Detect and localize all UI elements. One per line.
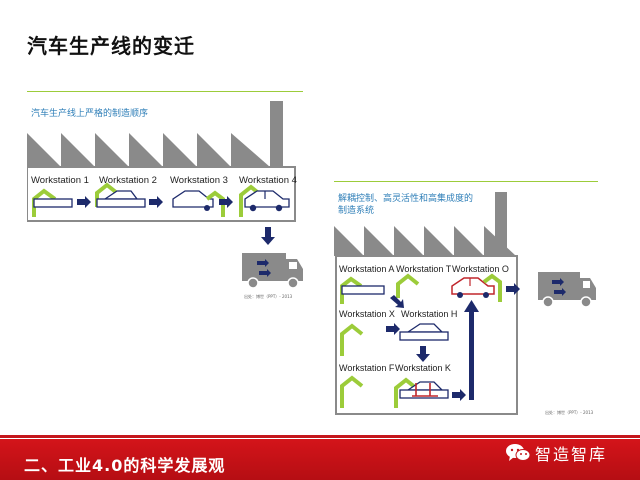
exit-arrow xyxy=(261,227,275,245)
arrow-x-h xyxy=(386,323,400,335)
station-2-chassis xyxy=(96,198,146,208)
factory-wall xyxy=(27,166,296,222)
flexible-production-system-diagram: Workstation A Workstation T Workstation … xyxy=(334,192,596,415)
station-3-robot xyxy=(205,190,225,217)
station-t-robot xyxy=(396,273,420,298)
brand-name: 智造智库 xyxy=(535,445,608,464)
factory-roof xyxy=(334,226,516,256)
station-label-k: Workstation K xyxy=(395,363,451,373)
station-k-robot xyxy=(394,377,418,408)
station-label-f: Workstation F xyxy=(339,363,395,373)
station-3-wheel xyxy=(204,205,210,211)
left-panel-caption: 汽车生产线上严格的制造顺序 xyxy=(31,109,149,119)
left-panel-credit: 出处：博世（PPT）- 2013 xyxy=(244,294,293,299)
arrow-return-shaft xyxy=(469,310,474,400)
station-h-chassis xyxy=(399,331,449,341)
arrow-1-2 xyxy=(77,196,91,208)
station-label-o: Workstation O xyxy=(452,264,509,274)
brand-watermark: 智造智库 xyxy=(505,441,607,465)
factory-chimney xyxy=(270,101,283,173)
right-panel-credit: 出处：博世（PPT）- 2013 xyxy=(545,410,594,415)
station-label-2: Workstation 2 xyxy=(99,175,157,186)
footer-section-title: 二、工业4.0的科学发展观 xyxy=(24,456,226,475)
left-panel-top-rule xyxy=(27,91,303,92)
station-f-robot xyxy=(340,375,364,408)
arrow-k-return xyxy=(452,389,466,401)
station-1-chassis xyxy=(33,198,73,208)
arrow-o-exit xyxy=(506,283,520,295)
delivery-truck-left xyxy=(242,253,303,289)
wechat-icon xyxy=(506,444,531,461)
station-x-robot xyxy=(340,323,364,356)
right-panel-caption-line1: 解耦控制、高灵活性和高集成度的 xyxy=(338,194,474,204)
station-4-car xyxy=(244,190,290,208)
station-label-x: Workstation X xyxy=(339,309,395,319)
station-label-a: Workstation A xyxy=(339,264,394,274)
factory-roof xyxy=(27,133,270,167)
station-o-robot xyxy=(482,273,502,302)
station-label-1: Workstation 1 xyxy=(31,175,89,186)
station-3-car xyxy=(172,190,214,208)
station-1-robot xyxy=(32,188,57,217)
station-k-chassis xyxy=(399,389,449,399)
right-panel-caption-line2: 制造系统 xyxy=(338,206,375,216)
arrow-return-head xyxy=(464,300,479,312)
station-label-h: Workstation H xyxy=(401,309,457,319)
station-a-chassis xyxy=(341,285,385,295)
arrow-h-k xyxy=(416,346,430,362)
station-label-4: Workstation 4 xyxy=(239,175,297,186)
footer-bar xyxy=(0,439,640,480)
slide-title: 汽车生产线的变迁 xyxy=(27,34,195,58)
footer-divider xyxy=(0,435,640,438)
linear-production-line-diagram: Workstation 1 Workstation 2 Workstation … xyxy=(27,101,303,289)
station-a-robot xyxy=(340,276,363,304)
delivery-truck-right xyxy=(538,272,596,308)
arrow-2-3 xyxy=(149,196,163,208)
station-label-3: Workstation 3 xyxy=(170,175,228,186)
station-o-car xyxy=(451,277,495,295)
station-label-t: Workstation T xyxy=(396,264,452,274)
right-panel-top-rule xyxy=(334,181,598,182)
arrow-a-h xyxy=(390,295,404,308)
arrow-3-4 xyxy=(219,196,233,208)
